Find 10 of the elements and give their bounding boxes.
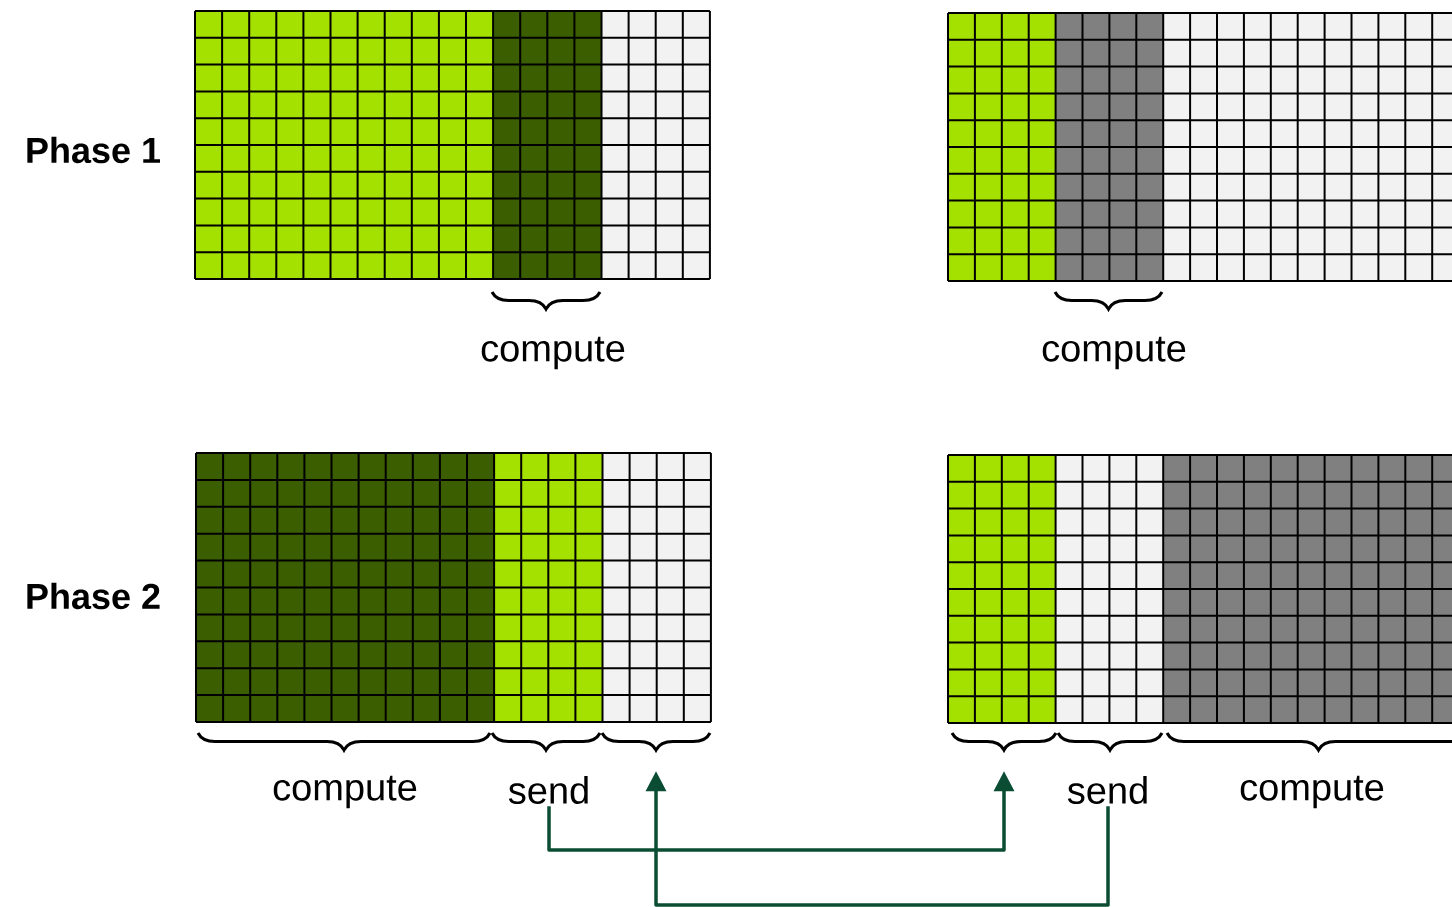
text-label: compute [273,775,417,809]
text-label: compute [481,336,625,370]
phase-label: Phase 1 [27,136,160,164]
curly-bracket [950,732,1058,752]
text-label: send [508,776,588,804]
curly-bracket [600,732,712,752]
text-label: compute [1042,336,1186,370]
text-label: compute [1240,775,1384,809]
phase-label: Phase 2 [27,582,160,610]
text-label: send [1067,776,1147,804]
